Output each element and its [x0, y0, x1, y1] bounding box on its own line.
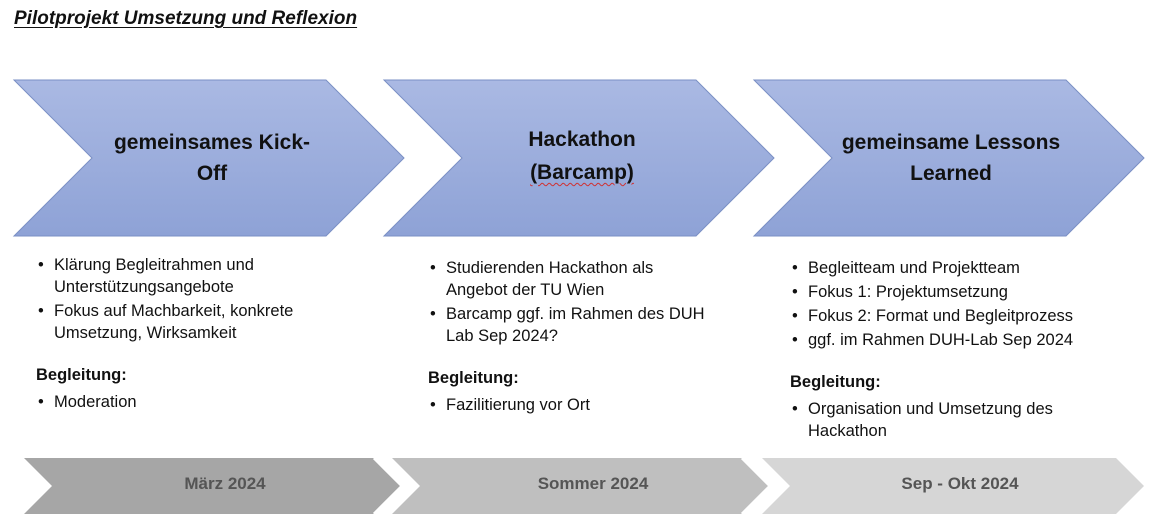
- heading-line: gemeinsame Lessons: [841, 131, 1061, 154]
- list-item: ggf. im Rahmen DUH-Lab Sep 2024: [790, 329, 1130, 351]
- list-item: Moderation: [36, 391, 366, 413]
- timeline-label-3: Sep - Okt 2024: [901, 474, 1019, 493]
- phase-chevron-3: [752, 79, 1145, 237]
- begleitung-heading: Begleitung:: [790, 373, 881, 391]
- phase-details-2: Studierenden Hackathon als Angebot der T…: [428, 257, 748, 418]
- phase-heading-1: gemeinsames Kick- Off: [92, 127, 332, 189]
- list-item: Fazilitierung vor Ort: [428, 394, 748, 416]
- phase-items: Studierenden Hackathon als Angebot der T…: [428, 257, 748, 347]
- list-item: Fokus 2: Format und Begleitprozess: [790, 305, 1130, 327]
- timeline-chevron-3: [762, 458, 1144, 514]
- begleitung-heading: Begleitung:: [36, 366, 127, 384]
- begleitung-items: Organisation und Umsetzung des Hackathon: [790, 398, 1130, 442]
- begleitung-heading: Begleitung:: [428, 369, 519, 387]
- heading-line: Hackathon: [528, 128, 636, 151]
- list-item: Fokus auf Machbarkeit, konkrete Umsetzun…: [36, 300, 366, 344]
- begleitung-items: Moderation: [36, 391, 366, 413]
- phase-details-3: Begleitteam und Projektteam Fokus 1: Pro…: [790, 257, 1130, 444]
- list-item: Organisation und Umsetzung des Hackathon: [790, 398, 1130, 442]
- phase-details-1: Klärung Begleitrahmen und Unterstützungs…: [36, 254, 366, 415]
- list-item: Klärung Begleitrahmen und Unterstützungs…: [36, 254, 366, 298]
- phase-items: Klärung Begleitrahmen und Unterstützungs…: [36, 254, 366, 344]
- list-item: Studierenden Hackathon als Angebot der T…: [428, 257, 748, 301]
- timeline-chevron-1: [24, 458, 402, 514]
- phase-heading-2: Hackathon (Barcamp): [462, 123, 702, 189]
- heading-line: Learned: [910, 162, 992, 185]
- timeline-chevron-2: [392, 458, 770, 514]
- phase-heading-3: gemeinsame Lessons Learned: [826, 127, 1076, 189]
- heading-line: (Barcamp): [530, 161, 634, 184]
- phase-chevron-1: [12, 79, 405, 237]
- page-title: Pilotprojekt Umsetzung und Reflexion: [14, 8, 358, 29]
- heading-line: Off: [196, 162, 228, 185]
- phase-items: Begleitteam und Projektteam Fokus 1: Pro…: [790, 257, 1130, 351]
- list-item: Begleitteam und Projektteam: [790, 257, 1130, 279]
- heading-line: gemeinsames Kick-: [113, 131, 311, 154]
- timeline-label-2: Sommer 2024: [537, 474, 649, 493]
- timeline-label-1: März 2024: [184, 474, 266, 493]
- phase-chevron-2: [382, 79, 775, 237]
- list-item: Fokus 1: Projektumsetzung: [790, 281, 1130, 303]
- begleitung-items: Fazilitierung vor Ort: [428, 394, 748, 416]
- list-item: Barcamp ggf. im Rahmen des DUH Lab Sep 2…: [428, 303, 748, 347]
